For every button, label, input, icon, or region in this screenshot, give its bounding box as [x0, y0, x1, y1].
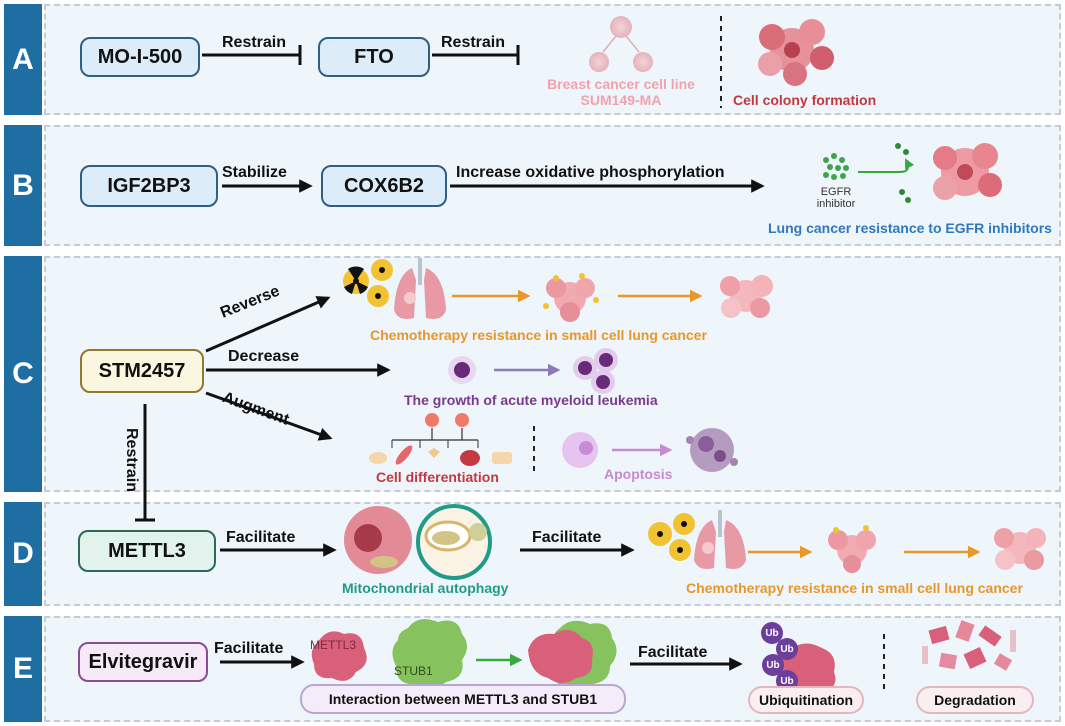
caption-chemo-resistance-c: Chemotherapy resistance in small cell lu… [370, 327, 707, 343]
caption-apoptosis: Apoptosis [604, 466, 673, 482]
cancer-cells-with-drug-icon-d [828, 525, 876, 573]
lung-cancer-cells-icon [933, 143, 1002, 200]
cell-colony-icon [758, 19, 834, 86]
node-igf2bp3: IGF2BP3 [80, 165, 218, 207]
node-elvitegravir: Elvitegravir [78, 642, 208, 682]
resistant-cells-icon [720, 275, 773, 318]
ub-marker: Ub [761, 622, 783, 644]
edge-label-decrease: Decrease [228, 348, 300, 365]
complex-icon [528, 620, 617, 690]
interaction-box: Interaction between METTL3 and STUB1 [300, 684, 626, 714]
edge-label-restrain-c: Restrain [123, 428, 140, 493]
edge-label-restrain-a1: Restrain [222, 34, 287, 51]
egfr-inhibitor-label: EGFR inhibitor [808, 186, 864, 210]
egfr-label-2: inhibitor [816, 198, 856, 210]
node-mo-i-500: MO-I-500 [80, 37, 200, 77]
edge-label-facilitate-e1: Facilitate [214, 640, 284, 657]
caption-cell-line-1: Breast cancer cell line [547, 76, 695, 92]
caption-mitochondrial-autophagy: Mitochondrial autophagy [342, 580, 509, 596]
panel-label-c: C [4, 256, 42, 492]
deflect-arrow [858, 158, 915, 173]
panel-label-b: B [4, 125, 42, 246]
caption-lung-egfr: Lung cancer resistance to EGFR inhibitor… [768, 220, 1052, 236]
mitophagy-icon [344, 504, 492, 580]
degradation-box: Degradation [916, 686, 1034, 714]
node-stm2457: STM2457 [80, 349, 204, 393]
caption-aml-growth: The growth of acute myeloid leukemia [404, 392, 658, 408]
panel-a [44, 4, 1061, 115]
node-cox6b2: COX6B2 [321, 165, 447, 207]
edge-c-reverse [205, 296, 331, 353]
egfr-label-1: EGFR [820, 186, 852, 198]
node-mettl3: METTL3 [78, 530, 216, 572]
edge-label-facilitate-d1: Facilitate [226, 529, 296, 546]
egfr-inhibitor-dots-icon [823, 153, 849, 180]
apoptotic-cell-icon [686, 428, 738, 472]
lung-icon [394, 258, 446, 319]
protein-label-stub1: STUB1 [394, 664, 433, 678]
lung-icon-d [694, 510, 746, 569]
ub-marker: Ub [762, 654, 784, 676]
cell-differentiation-icon [369, 413, 512, 466]
mettl3-protein-icon [311, 631, 367, 681]
edge-label-stabilize: Stabilize [222, 164, 287, 181]
healthy-cell-icon [562, 432, 598, 468]
protein-label-mettl3: METTL3 [310, 638, 357, 652]
radiation-icon-d [648, 513, 695, 561]
node-fto: FTO [318, 37, 430, 77]
breast-cancer-cells-icon [589, 16, 653, 72]
cancer-cells-with-drug-icon [543, 273, 599, 322]
edge-label-restrain-a2: Restrain [441, 34, 506, 51]
caption-cell-colony: Cell colony formation [733, 92, 877, 108]
ubiquitination-box: Ubiquitination [748, 686, 864, 714]
caption-cell-line: Breast cancer cell line SUM149-MA [540, 76, 702, 108]
edge-label-facilitate-d2: Facilitate [532, 529, 602, 546]
radiation-icon [343, 259, 393, 307]
panel-label-d: D [4, 502, 42, 606]
aml-cell-icon [448, 356, 476, 384]
resistant-cells-icon-d [994, 528, 1046, 570]
ub-marker: Ub [776, 638, 798, 660]
panel-label-a: A [4, 4, 42, 115]
aml-cells-proliferated-icon [573, 348, 618, 394]
edge-label-oxphos: Increase oxidative phosphorylation [456, 164, 725, 181]
caption-cell-line-2: SUM149-MA [580, 92, 662, 108]
edge-label-facilitate-e2: Facilitate [638, 644, 708, 661]
degradation-fragments-icon [922, 620, 1016, 671]
panel-label-e: E [4, 616, 42, 722]
stub1-protein-icon [392, 619, 467, 689]
edge-c-augment [205, 391, 333, 441]
caption-cell-differentiation: Cell differentiation [376, 469, 499, 485]
caption-chemo-resistance-d: Chemotherapy resistance in small cell lu… [686, 580, 1023, 596]
